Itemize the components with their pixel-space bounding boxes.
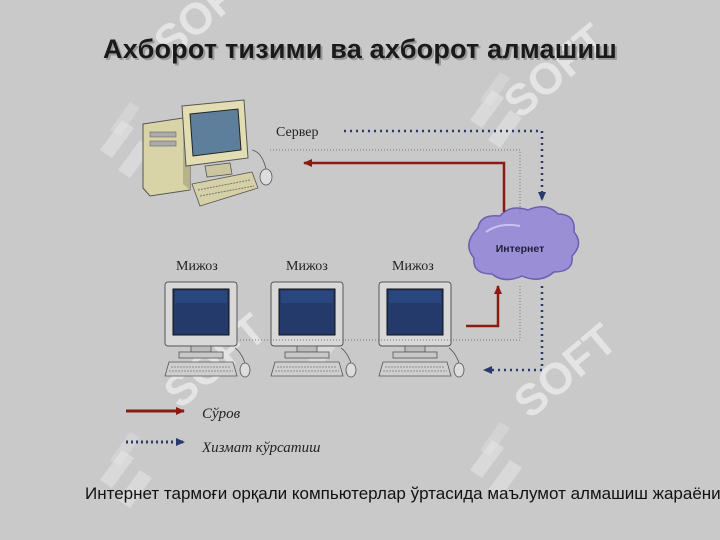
request-arrow-to-cloud <box>466 285 502 328</box>
cloud-label: Интернет <box>496 243 544 255</box>
client-label-2: Мижоз <box>286 259 328 274</box>
slide-caption: Интернет тармоғи орқали компьютерлар ўрт… <box>85 484 720 503</box>
client-label-3: Мижоз <box>392 259 434 274</box>
legend-service-label: Хизмат кўрсатиш <box>201 440 320 456</box>
server-computer <box>142 99 273 207</box>
client-computer-3 <box>378 281 465 378</box>
client-computer-2 <box>270 281 357 378</box>
request-arrow-to-server <box>303 159 506 212</box>
internet-cloud <box>468 206 580 281</box>
client-computer-1 <box>164 281 251 378</box>
server-label: Сервер <box>276 125 318 140</box>
client-label-1: Мижоз <box>176 259 218 274</box>
service-arrow-to-client <box>483 286 544 374</box>
page-title: Ахборот тизими ва ахборот алмашиш <box>103 34 617 64</box>
service-arrow-to-cloud <box>344 129 546 201</box>
legend-request-label: Сўров <box>202 406 241 422</box>
legend: Сўров Хизмат кўрсатиш <box>126 406 320 456</box>
